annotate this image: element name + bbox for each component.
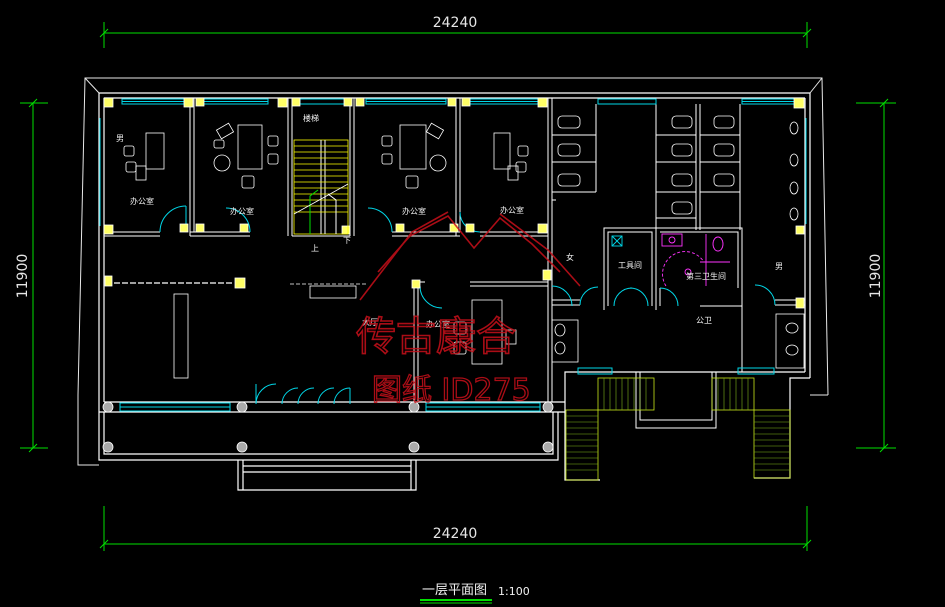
dimension-bottom (99, 506, 812, 551)
watermark-line-2: 图纸 ID275 (372, 373, 531, 408)
entrance-steps (565, 377, 791, 481)
dimension-top-value: 24240 (433, 15, 478, 31)
watermark-line-1: 传古康合 (356, 314, 516, 360)
doors (159, 205, 776, 405)
office-furniture (123, 122, 529, 379)
label-office-5: 办公室 (426, 319, 450, 329)
label-male-wc: 男 (775, 262, 783, 271)
label-stair-down: 下 (343, 236, 351, 245)
label-stairs: 楼梯 (303, 113, 319, 123)
label-office-1-tag: 男 (116, 134, 124, 143)
label-stair-up: 上 (311, 244, 319, 253)
exterior-walls (98, 92, 811, 491)
label-office-4: 办公室 (500, 205, 524, 215)
staircase (293, 139, 349, 235)
watermark: 传古康合 图纸 ID275 (355, 211, 581, 409)
drawing-scale: 1:100 (498, 585, 530, 598)
dimension-left-value: 11900 (15, 254, 31, 299)
label-office-3: 办公室 (402, 206, 426, 216)
label-accessible-wc: 第三卫生间 (686, 271, 726, 281)
dimension-bottom-value: 24240 (433, 526, 478, 542)
interior-walls (104, 98, 805, 429)
accessible-wc-fixtures (661, 233, 730, 287)
round-columns (102, 401, 554, 453)
dimension-top (99, 22, 812, 48)
dimension-left (20, 98, 48, 453)
drawing-title: 一层平面图 (422, 583, 487, 598)
roof-outline (77, 77, 829, 466)
dimension-right-value: 11900 (868, 254, 884, 299)
columns (103, 97, 805, 309)
label-hall: 大厅 (362, 317, 378, 327)
label-female-wc: 女 (566, 252, 574, 262)
label-tool-room: 工具间 (618, 261, 642, 270)
label-public-wc: 公卫 (696, 316, 712, 325)
tool-room-sink (611, 235, 623, 247)
watermark-logo (359, 211, 581, 301)
label-office-1: 办公室 (130, 196, 154, 206)
toilet-fixtures (551, 115, 805, 369)
label-office-2: 办公室 (230, 206, 254, 216)
dimension-right (856, 98, 896, 453)
